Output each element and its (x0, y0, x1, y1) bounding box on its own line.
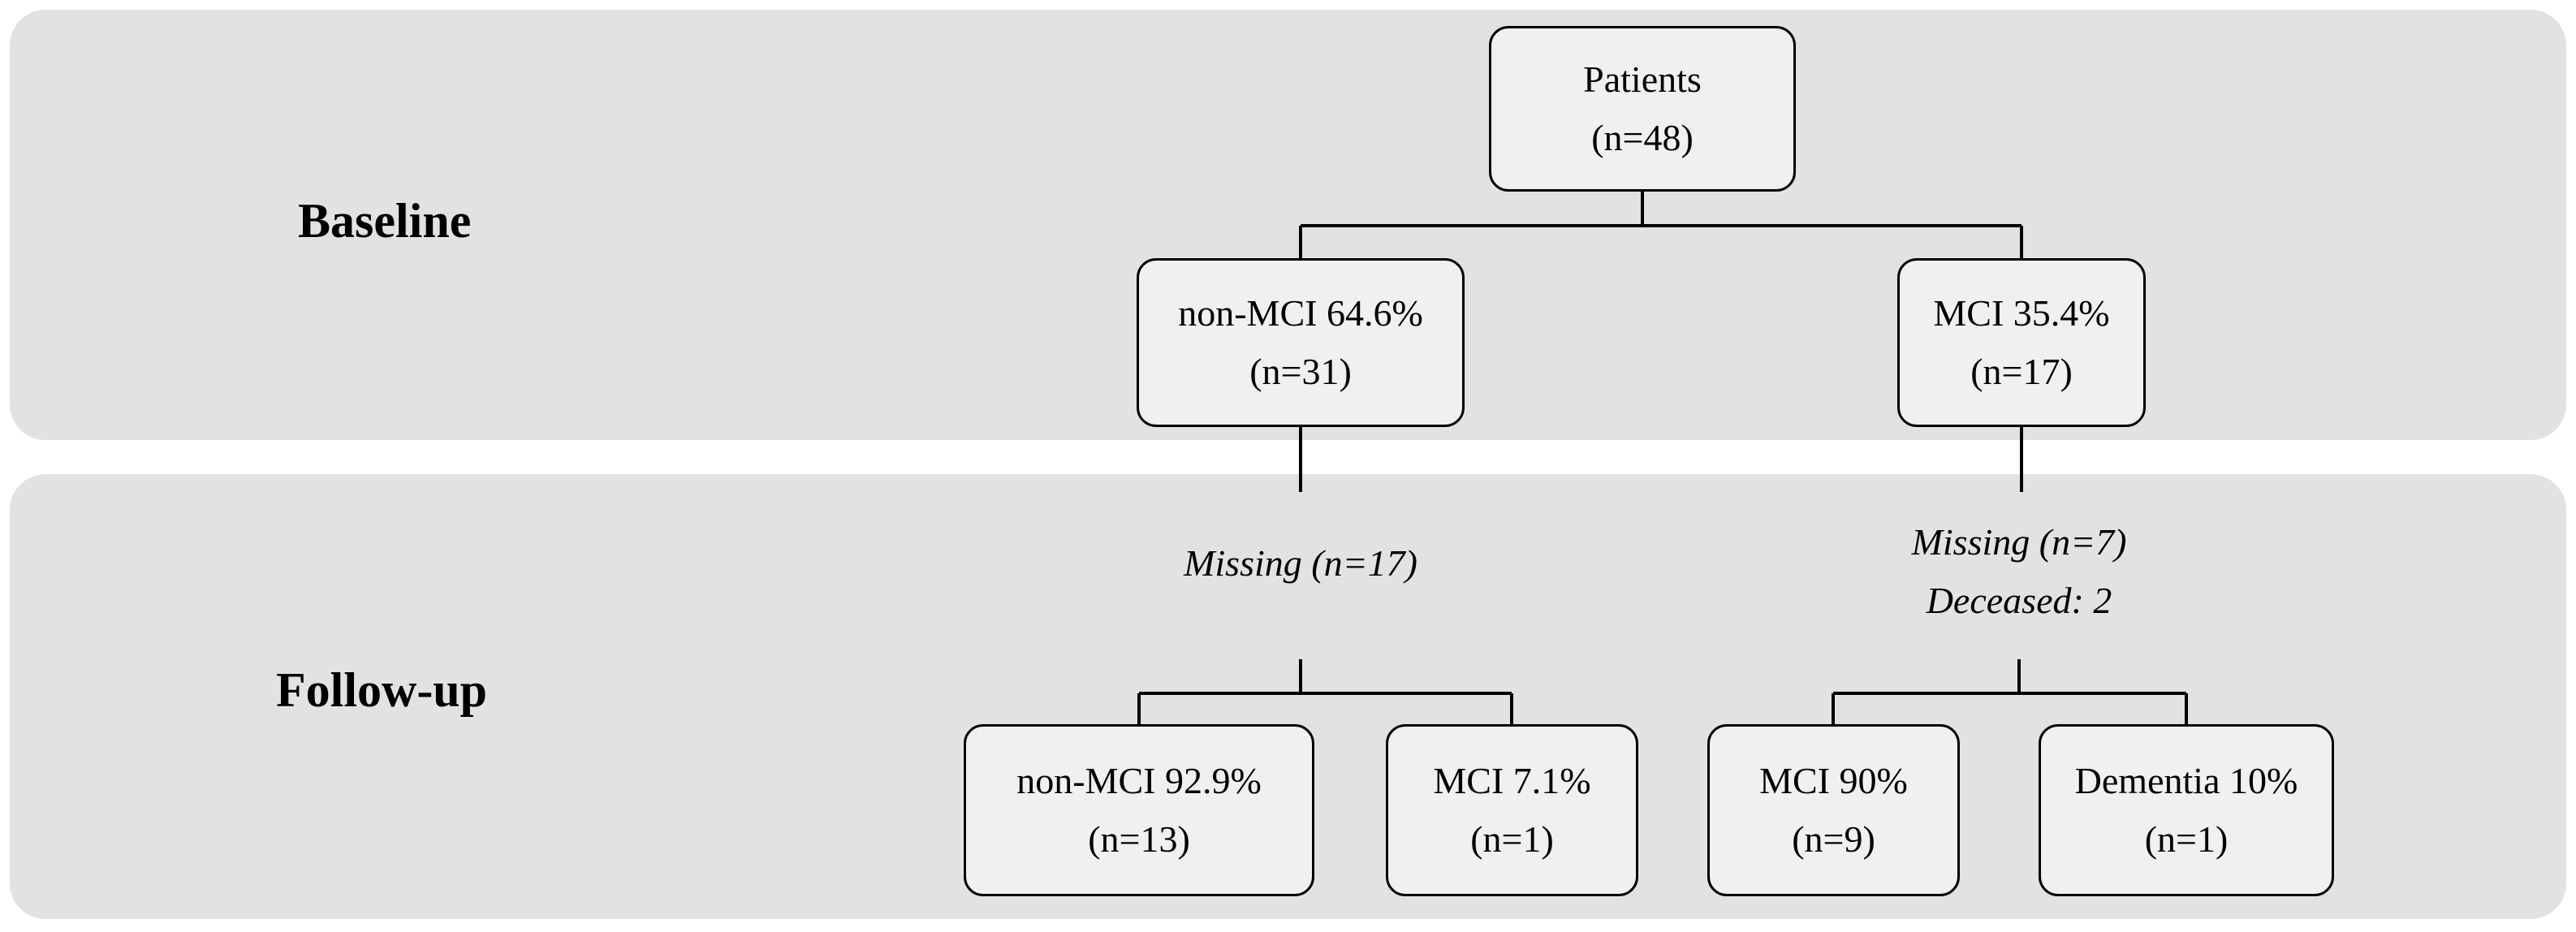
followup-mci-from-non-mci-label: MCI 7.1% (1433, 760, 1591, 801)
patients-node: Patients (n=48) (1489, 26, 1796, 192)
patients-node-count: (n=48) (1591, 117, 1694, 158)
missing-non-mci-text: Missing (n=17) (1184, 542, 1417, 584)
followup-mci-from-mci-node: MCI 90% (n=9) (1707, 724, 1960, 896)
missing-non-mci-note: Missing (n=17) (1184, 534, 1417, 593)
followup-dementia-count: (n=1) (2144, 818, 2229, 860)
missing-mci-text: Missing (n=7) (1911, 521, 2127, 563)
followup-non-mci-label: non-MCI 92.9% (1016, 760, 1262, 801)
patients-node-label: Patients (1583, 58, 1702, 100)
followup-mci-from-mci-label: MCI 90% (1759, 760, 1908, 801)
followup-non-mci-node: non-MCI 92.9% (n=13) (964, 724, 1314, 896)
baseline-mci-node: MCI 35.4% (n=17) (1897, 258, 2146, 427)
deceased-mci-text: Deceased: 2 (1926, 580, 2112, 621)
baseline-non-mci-label: non-MCI 64.6% (1178, 292, 1423, 334)
followup-mci-from-non-mci-count: (n=1) (1470, 818, 1554, 860)
followup-dementia-node: Dementia 10% (n=1) (2039, 724, 2334, 896)
baseline-mci-label: MCI 35.4% (1933, 292, 2110, 334)
followup-non-mci-count: (n=13) (1088, 818, 1190, 860)
baseline-non-mci-node: non-MCI 64.6% (n=31) (1137, 258, 1465, 427)
followup-label: Follow-up (276, 663, 488, 717)
followup-mci-from-non-mci-node: MCI 7.1% (n=1) (1386, 724, 1638, 896)
baseline-label: Baseline (298, 194, 472, 248)
followup-mci-from-mci-count: (n=9) (1792, 818, 1875, 860)
baseline-non-mci-count: (n=31) (1249, 351, 1352, 392)
baseline-mci-count: (n=17) (1970, 351, 2073, 392)
missing-mci-note: Missing (n=7) Deceased: 2 (1912, 513, 2127, 630)
followup-dementia-label: Dementia 10% (2074, 760, 2298, 801)
